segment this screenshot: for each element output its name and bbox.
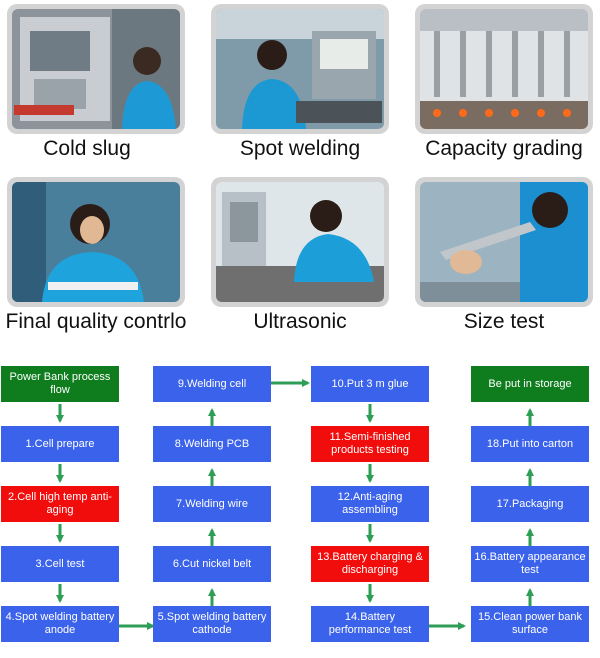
worker-at-machine-photo <box>12 9 180 129</box>
worker-welding-photo <box>216 9 384 129</box>
flow-step-12: 12.Anti-aging assembling <box>311 486 429 522</box>
flow-end: Be put in storage <box>471 366 589 402</box>
caption-capacity-grading: Capacity grading <box>425 137 583 160</box>
flow-start: Power Bank process flow <box>1 366 119 402</box>
photo-ultrasonic <box>211 177 389 307</box>
photo-capacity-grading <box>415 4 593 134</box>
caption-ultrasonic: Ultrasonic <box>253 310 347 333</box>
battery-testing-rack-photo <box>420 9 588 129</box>
flow-step-7: 7.Welding wire <box>153 486 271 522</box>
photo-spot-welding <box>211 4 389 134</box>
flow-step-11: 11.Semi-finished products testing <box>311 426 429 462</box>
ultrasonic-welding-photo <box>216 182 384 302</box>
flow-step-16: 16.Battery appearance test <box>471 546 589 582</box>
flow-step-15: 15.Clean power bank surface <box>471 606 589 642</box>
flow-step-4: 4.Spot welding battery anode <box>1 606 119 642</box>
flow-step-3: 3.Cell test <box>1 546 119 582</box>
flow-step-14: 14.Battery performance test <box>311 606 429 642</box>
worker-inspecting-photo <box>12 182 180 302</box>
caption-cold-slug: Cold slug <box>43 137 131 160</box>
caption-size-test: Size test <box>463 310 545 333</box>
flow-step-9: 9.Welding cell <box>153 366 271 402</box>
flow-step-17: 17.Packaging <box>471 486 589 522</box>
flow-step-6: 6.Cut nickel belt <box>153 546 271 582</box>
photo-final-quality <box>7 177 185 307</box>
flow-step-5: 5.Spot welding battery cathode <box>153 606 271 642</box>
flow-step-2: 2.Cell high temp anti-aging <box>1 486 119 522</box>
caption-final-quality: Final quality contrlo <box>5 310 187 333</box>
photo-size-test <box>415 177 593 307</box>
caption-spot-welding: Spot welding <box>239 137 361 160</box>
flow-step-13: 13.Battery charging & discharging <box>311 546 429 582</box>
flow-step-1: 1.Cell prepare <box>1 426 119 462</box>
flow-step-18: 18.Put into carton <box>471 426 589 462</box>
photo-cold-slug <box>7 4 185 134</box>
flow-step-8: 8.Welding PCB <box>153 426 271 462</box>
caliper-measuring-photo <box>420 182 588 302</box>
flow-step-10: 10.Put 3 m glue <box>311 366 429 402</box>
